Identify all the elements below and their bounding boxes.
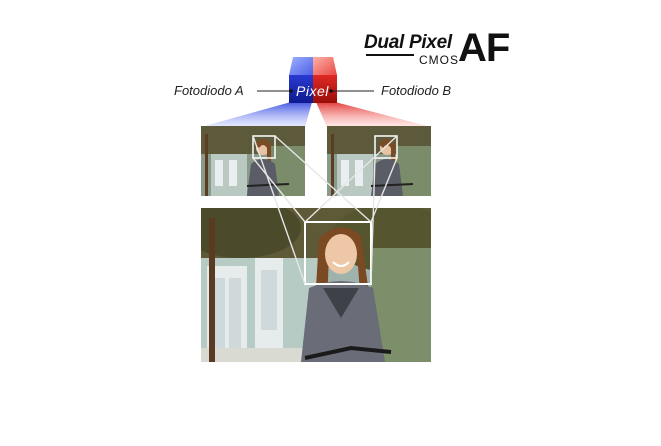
blue-beam [201,102,312,127]
cube-top-right [313,57,337,75]
photodiode-a-image [201,126,305,196]
dual-pixel-cmos-af-logo: Dual Pixel CMOS AF [362,26,512,72]
pixel-label: Pixel [296,83,329,99]
logo-underline [366,54,414,56]
photodiode-a-label: Fotodiodo A [174,83,244,98]
logo-cmos-text: CMOS [419,53,459,67]
photodiode-b-image [327,126,431,196]
photodiode-b-label: Fotodiodo B [381,83,452,98]
red-beam [316,102,431,127]
cube-face-right [313,75,337,103]
cube-top-left [289,57,313,75]
logo-af-text: AF [458,26,510,70]
pixel-cube [289,57,337,103]
combined-focus-image [201,208,431,362]
logo-dual-pixel-text: Dual Pixel [364,32,452,53]
cube-face-left [289,75,313,103]
